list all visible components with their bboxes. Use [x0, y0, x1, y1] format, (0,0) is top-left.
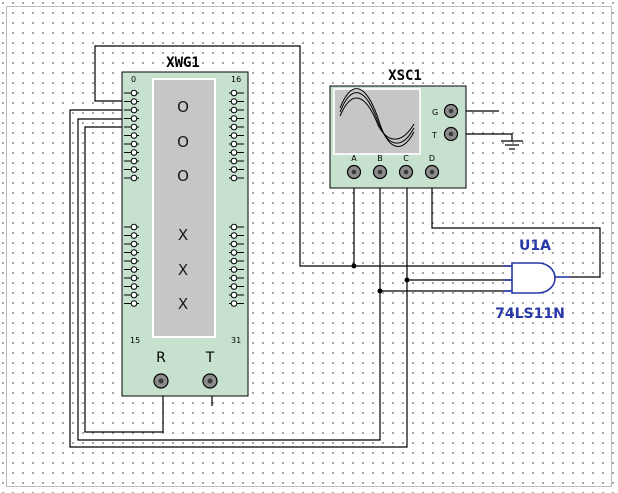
word-generator-pin-right[interactable]	[229, 249, 244, 256]
wire-scope-t[interactable]	[458, 133, 513, 141]
word-generator-pin-left[interactable]	[124, 98, 139, 105]
word-generator-pin-right[interactable]	[229, 174, 244, 182]
word-generator-pin-right[interactable]	[229, 300, 244, 307]
input-label-a: A	[351, 154, 357, 163]
word-generator-pin-right[interactable]	[229, 274, 244, 282]
input-c-connector[interactable]	[398, 164, 414, 180]
gate-part-label: 74LS11N	[495, 306, 565, 322]
word-generator-pin-right[interactable]	[229, 140, 244, 148]
input-label-c: C	[403, 154, 409, 163]
word-generator-pin-left[interactable]	[124, 223, 139, 231]
word-generator-pin-left[interactable]	[124, 291, 139, 299]
input-d-connector[interactable]	[424, 164, 440, 180]
terminal-g-connector[interactable]	[443, 103, 459, 119]
word-generator-pins	[124, 89, 244, 307]
word-generator-pin-right[interactable]	[229, 166, 244, 173]
word-generator-pin-left[interactable]	[124, 232, 139, 239]
junction-dot	[351, 263, 357, 269]
junction-dot	[377, 288, 383, 294]
wire-pin3-loop[interactable]	[84, 126, 164, 433]
junctions	[351, 263, 410, 294]
word-generator-pin-left[interactable]	[124, 132, 139, 139]
word-generator-label: XWG1	[166, 55, 200, 71]
gate-pins	[503, 265, 570, 292]
wire-pin1-loop[interactable]	[69, 109, 512, 448]
word-generator-display	[152, 78, 216, 338]
word-generator-xwg1[interactable]: XWG1 0 16 15 31 O O O X X X R T	[121, 55, 249, 397]
word-generator-pin-right[interactable]	[229, 89, 244, 97]
word-generator-pin-left[interactable]	[124, 140, 139, 148]
and-gate-u1a[interactable]: U1A 74LS11N	[495, 238, 570, 322]
word-generator-pin-right[interactable]	[229, 223, 244, 231]
word-generator-pin-left[interactable]	[124, 257, 139, 265]
word-generator-pin-left[interactable]	[124, 266, 139, 273]
word-generator-pin-left[interactable]	[124, 166, 139, 173]
oscilloscope-xsc1[interactable]: XSC1 G T A B C D	[329, 68, 467, 189]
word-generator-pin-right[interactable]	[229, 257, 244, 265]
ground-icon	[501, 140, 523, 150]
word-generator-pin-left[interactable]	[124, 115, 139, 122]
junction-dot	[404, 277, 410, 283]
pin-label-16: 16	[231, 75, 241, 84]
word-generator-pin-left[interactable]	[124, 89, 139, 97]
terminal-r-connector[interactable]	[153, 373, 169, 389]
word-generator-pin-left[interactable]	[124, 274, 139, 282]
word-generator-pin-left[interactable]	[124, 106, 139, 114]
word-generator-pin-right[interactable]	[229, 106, 244, 114]
pin-label-0: 0	[131, 75, 136, 84]
wire-pin2-loop[interactable]	[77, 118, 512, 441]
word-generator-pin-left[interactable]	[124, 157, 139, 165]
display-symbol: O	[177, 98, 189, 116]
terminal-r-label: R	[156, 350, 166, 366]
word-generator-pin-right[interactable]	[229, 132, 244, 139]
input-label-d: D	[429, 154, 435, 163]
pin-label-31: 31	[231, 336, 241, 345]
terminal-t-connector[interactable]	[202, 373, 218, 389]
word-generator-pin-right[interactable]	[229, 283, 244, 290]
word-generator-pin-right[interactable]	[229, 123, 244, 131]
terminal-t-connector[interactable]	[443, 126, 459, 142]
input-a-connector[interactable]	[346, 164, 362, 180]
word-generator-pin-right[interactable]	[229, 149, 244, 156]
word-generator-pin-left[interactable]	[124, 149, 139, 156]
wire-scope-d[interactable]	[431, 172, 601, 278]
word-generator-pin-right[interactable]	[229, 98, 244, 105]
terminal-g-label: G	[432, 108, 438, 117]
and-gate-icon	[511, 262, 556, 294]
oscilloscope-label: XSC1	[388, 68, 422, 84]
wire-pin0-to-gate[interactable]	[94, 45, 512, 267]
waveform-icon	[339, 88, 415, 147]
word-generator-pin-right[interactable]	[229, 291, 244, 299]
gate-ref-label: U1A	[519, 238, 551, 254]
input-label-b: B	[377, 154, 383, 163]
terminal-t-label: T	[205, 350, 215, 366]
pin-label-15: 15	[130, 336, 140, 345]
display-symbol: O	[177, 167, 189, 185]
display-symbol: X	[178, 226, 188, 244]
word-generator-pin-right[interactable]	[229, 266, 244, 273]
word-generator-pin-right[interactable]	[229, 240, 244, 248]
word-generator-pin-right[interactable]	[229, 157, 244, 165]
terminal-t-label: T	[431, 131, 437, 140]
word-generator-pin-left[interactable]	[124, 240, 139, 248]
word-generator-pin-right[interactable]	[229, 115, 244, 122]
display-symbol: X	[178, 295, 188, 313]
word-generator-pin-left[interactable]	[124, 174, 139, 182]
word-generator-pin-left[interactable]	[124, 123, 139, 131]
word-generator-pin-left[interactable]	[124, 249, 139, 256]
word-generator-pin-right[interactable]	[229, 232, 244, 239]
display-symbol: X	[178, 261, 188, 279]
input-b-connector[interactable]	[372, 164, 388, 180]
word-generator-pin-left[interactable]	[124, 283, 139, 290]
word-generator-pin-left[interactable]	[124, 300, 139, 307]
display-symbol: O	[177, 133, 189, 151]
